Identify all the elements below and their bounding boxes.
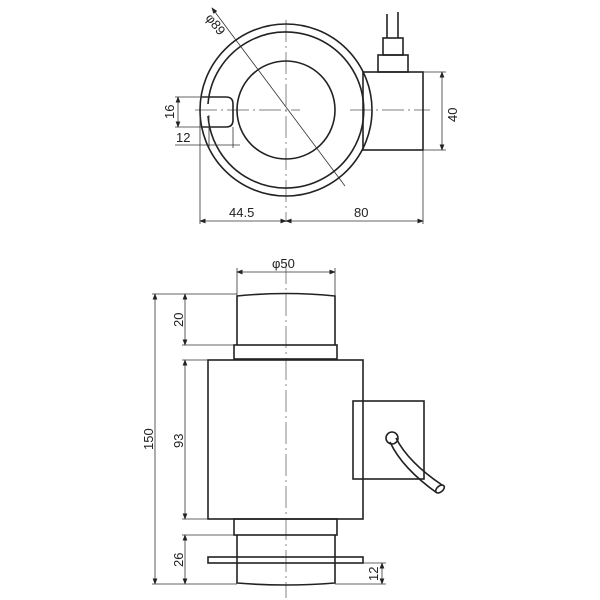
- flange-plate: [207, 556, 364, 564]
- slot-width-label: 12: [176, 130, 190, 145]
- body-height-label: 93: [171, 434, 186, 448]
- base-height-label: 26: [171, 553, 186, 567]
- top-cap: [236, 292, 336, 345]
- cable-gland-nut: [377, 54, 409, 73]
- cable-gland-side: [385, 431, 399, 445]
- base-pad: [236, 535, 336, 586]
- top-collar: [233, 344, 338, 360]
- cable-slot: [202, 96, 234, 128]
- bottom-collar: [233, 518, 338, 536]
- junction-box: [352, 400, 425, 480]
- main-body: [207, 359, 364, 520]
- left-offset-label: 44.5: [229, 205, 254, 220]
- cap-diameter-label: φ50: [272, 256, 295, 271]
- flange-offset-label: 12: [366, 567, 381, 581]
- outer-ring: [199, 23, 373, 197]
- right-length-label: 80: [354, 205, 368, 220]
- cable-top: [386, 12, 399, 38]
- cable: [389, 437, 443, 494]
- total-height-label: 150: [141, 428, 156, 450]
- box-height-label: 40: [445, 108, 460, 122]
- outer-diameter-label: φ89: [203, 11, 229, 38]
- top-view: φ89 16 12 44.5 80 40: [162, 7, 460, 224]
- center-bore: [236, 60, 336, 160]
- side-view: φ50 150 20 93 26 12: [141, 256, 446, 598]
- slot-height-label: 16: [162, 105, 177, 119]
- cable-gland: [382, 37, 404, 56]
- diameter-leader: [211, 7, 346, 187]
- cap-height-label: 20: [171, 313, 186, 327]
